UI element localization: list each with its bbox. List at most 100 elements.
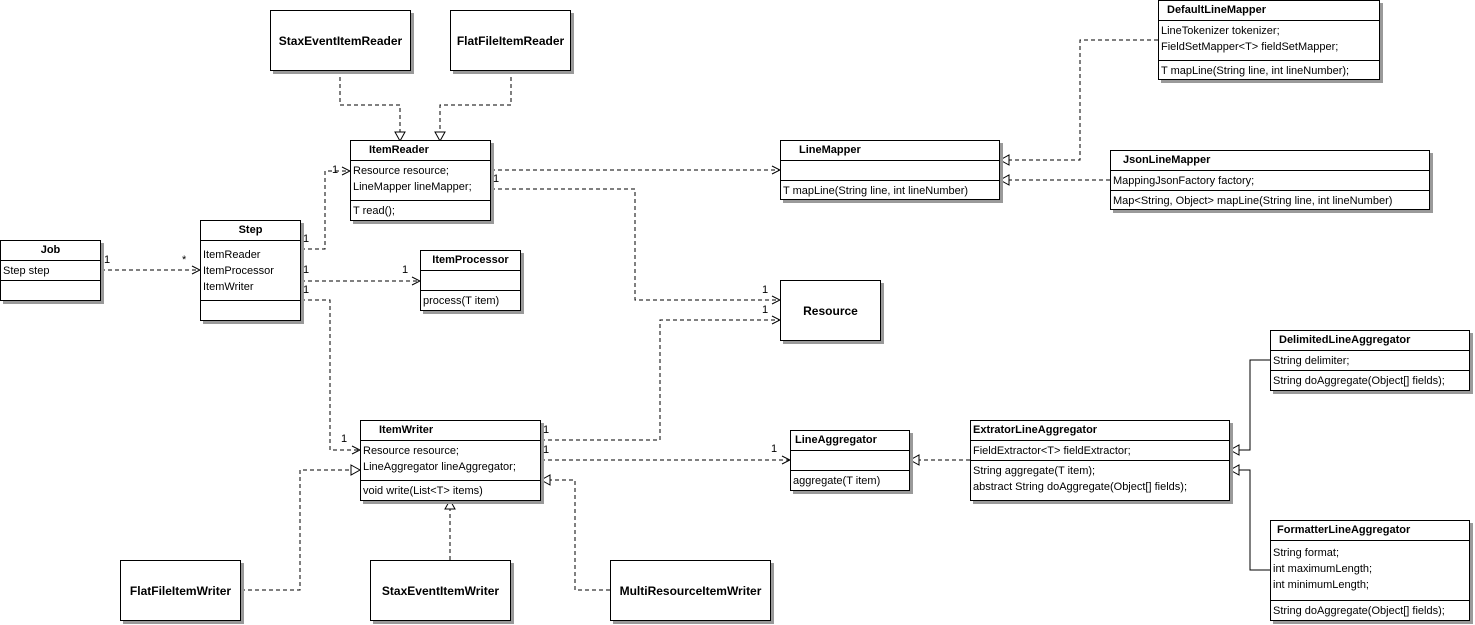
class-itemwriter-attr: LineAggregator lineAggregator; [363, 461, 516, 473]
class-jsonlinemapper-name: JsonLineMapper [1111, 151, 1429, 171]
class-formatterlineaggregator-attr: int maximumLength; [1273, 563, 1373, 575]
box-staxeventitemwriter[interactable]: StaxEventItemWriter [370, 560, 511, 621]
class-itemreader-attributes: Resource resource; LineMapper lineMapper… [351, 161, 490, 201]
realize-staxreader-itemreader [339, 70, 406, 143]
mult-reader-resource-target: 1 [762, 284, 769, 296]
class-step-operations [201, 301, 300, 305]
class-step-name: Step [201, 221, 300, 241]
class-step-attr: ItemProcessor [203, 265, 274, 277]
class-job-name: Job [1, 241, 100, 261]
class-jsonlinemapper-attributes: MappingJsonFactory factory; [1111, 171, 1429, 191]
class-step[interactable]: Step ItemReader ItemProcessor ItemWriter [200, 220, 301, 321]
class-defaultlinemapper-attr: LineTokenizer tokenizer; [1161, 25, 1280, 37]
class-step-attr: ItemWriter [203, 281, 254, 293]
assoc-step-itemreader [301, 171, 350, 250]
class-delimitedlineaggregator-attributes: String delimiter; [1271, 351, 1469, 371]
class-step-attributes: ItemReader ItemProcessor ItemWriter [201, 241, 300, 301]
mult-writer-resource-source: 1 [543, 424, 550, 436]
class-formatterlineaggregator[interactable]: FormatterLineAggregator String format; i… [1270, 520, 1470, 621]
box-flatfileitemreader[interactable]: FlatFileItemReader [450, 10, 571, 71]
class-extractorlineaggregator-attributes: FieldExtractor<T> fieldExtractor; [971, 441, 1229, 461]
class-linemapper-op: T mapLine(String line, int lineNumber) [783, 185, 969, 197]
class-job-attr: Step step [3, 265, 50, 277]
class-defaultlinemapper-name: DefaultLineMapper [1159, 1, 1379, 21]
mult-writer-aggregator-target: 1 [771, 443, 778, 455]
inherit-delimited-extractor [1228, 359, 1270, 456]
class-jsonlinemapper-operations: Map<String, Object> mapLine(String line,… [1111, 191, 1429, 211]
realize-defaultlinemapper-linemapper [998, 39, 1158, 166]
class-formatterlineaggregator-op: String doAggregate(Object[] fields); [1273, 605, 1445, 617]
box-staxeventitemreader[interactable]: StaxEventItemReader [270, 10, 411, 71]
class-defaultlinemapper-operations: T mapLine(String line, int lineNumber); [1159, 61, 1379, 81]
class-formatterlineaggregator-attr: String format; [1273, 547, 1340, 559]
class-itemwriter-name: ItemWriter [361, 421, 540, 441]
class-delimitedlineaggregator-name: DelimitedLineAggregator [1271, 331, 1469, 351]
class-linemapper-name: LineMapper [781, 141, 999, 161]
class-itemreader-name: ItemReader [351, 141, 490, 161]
class-formatterlineaggregator-name: FormatterLineAggregator [1271, 521, 1469, 541]
class-formatterlineaggregator-operations: String doAggregate(Object[] fields); [1271, 601, 1469, 621]
class-itemwriter-op: void write(List<T> items) [363, 485, 483, 497]
class-itemprocessor-attributes [421, 271, 520, 291]
class-extractorlineaggregator-name: ExtratorLineAggregator [971, 421, 1229, 441]
inherit-formatter-extractor [1228, 464, 1270, 571]
class-itemreader-operations: T read(); [351, 201, 490, 221]
class-lineaggregator-name: LineAggregator [791, 431, 909, 451]
class-jsonlinemapper[interactable]: JsonLineMapper MappingJsonFactory factor… [1110, 150, 1430, 210]
class-job[interactable]: Job Step step [0, 240, 101, 301]
mult-job-step-source: 1 [104, 254, 111, 266]
class-jsonlinemapper-op: Map<String, Object> mapLine(String line,… [1113, 195, 1393, 207]
box-multiresourceitemwriter[interactable]: MultiResourceItemWriter [610, 560, 771, 621]
mult-step-reader-source: 1 [303, 233, 310, 245]
class-lineaggregator-attributes [791, 451, 909, 471]
class-defaultlinemapper-op: T mapLine(String line, int lineNumber); [1161, 65, 1350, 77]
class-delimitedlineaggregator-attr: String delimiter; [1273, 355, 1350, 367]
assoc-itemreader-resource [491, 188, 780, 300]
mult-writer-aggregator-source: 1 [543, 444, 550, 456]
class-extractorlineaggregator-op: String aggregate(T item); [973, 465, 1096, 477]
class-lineaggregator-op: aggregate(T item) [793, 475, 881, 487]
class-formatterlineaggregator-attr: int minimumLength; [1273, 579, 1369, 591]
class-itemreader-attr: LineMapper lineMapper; [353, 181, 472, 193]
class-extractorlineaggregator-operations: String aggregate(T item); abstract Strin… [971, 461, 1229, 497]
class-step-attr: ItemReader [203, 249, 261, 261]
assoc-itemwriter-resource [541, 320, 780, 441]
class-itemwriter[interactable]: ItemWriter Resource resource; LineAggreg… [360, 420, 541, 501]
mult-reader-resource-source: 1 [493, 173, 500, 185]
assoc-step-itemwriter [301, 299, 360, 450]
class-linemapper-operations: T mapLine(String line, int lineNumber) [781, 181, 999, 201]
class-linemapper[interactable]: LineMapper T mapLine(String line, int li… [780, 140, 1000, 200]
class-itemwriter-operations: void write(List<T> items) [361, 481, 540, 501]
class-itemreader-op: T read(); [353, 205, 395, 217]
mult-step-writer-source: 1 [303, 284, 310, 296]
mult-step-reader-target: 1 [332, 164, 339, 176]
mult-job-step-target: * [182, 254, 187, 266]
box-flatfileitemwriter[interactable]: FlatFileItemWriter [120, 560, 241, 621]
class-defaultlinemapper-attributes: LineTokenizer tokenizer; FieldSetMapper<… [1159, 21, 1379, 61]
mult-step-processor-target: 1 [402, 264, 409, 276]
class-itemwriter-attr: Resource resource; [363, 445, 459, 457]
mult-writer-resource-target: 1 [762, 304, 769, 316]
class-itemreader[interactable]: ItemReader Resource resource; LineMapper… [350, 140, 491, 221]
class-extractorlineaggregator[interactable]: ExtratorLineAggregator FieldExtractor<T>… [970, 420, 1230, 501]
class-extractorlineaggregator-attr: FieldExtractor<T> fieldExtractor; [973, 445, 1131, 457]
class-job-operations [1, 281, 100, 285]
class-itemprocessor[interactable]: ItemProcessor process(T item) [420, 250, 521, 311]
mult-step-writer-target: 1 [341, 433, 348, 445]
class-lineaggregator-operations: aggregate(T item) [791, 471, 909, 491]
class-extractorlineaggregator-op: abstract String doAggregate(Object[] fie… [973, 481, 1187, 493]
class-defaultlinemapper-attr: FieldSetMapper<T> fieldSetMapper; [1161, 41, 1339, 53]
class-defaultlinemapper[interactable]: DefaultLineMapper LineTokenizer tokenize… [1158, 0, 1380, 80]
class-delimitedlineaggregator-op: String doAggregate(Object[] fields); [1273, 375, 1445, 387]
class-itemwriter-attributes: Resource resource; LineAggregator lineAg… [361, 441, 540, 481]
realize-multiresourcewriter-itemwriter [539, 474, 610, 591]
class-itemprocessor-name: ItemProcessor [421, 251, 520, 271]
class-lineaggregator[interactable]: LineAggregator aggregate(T item) [790, 430, 910, 491]
class-delimitedlineaggregator[interactable]: DelimitedLineAggregator String delimiter… [1270, 330, 1470, 391]
box-resource[interactable]: Resource [780, 280, 881, 341]
mult-step-processor-source: 1 [303, 264, 310, 276]
realize-flatfilereader-itemreader [434, 70, 512, 143]
class-linemapper-attributes [781, 161, 999, 181]
